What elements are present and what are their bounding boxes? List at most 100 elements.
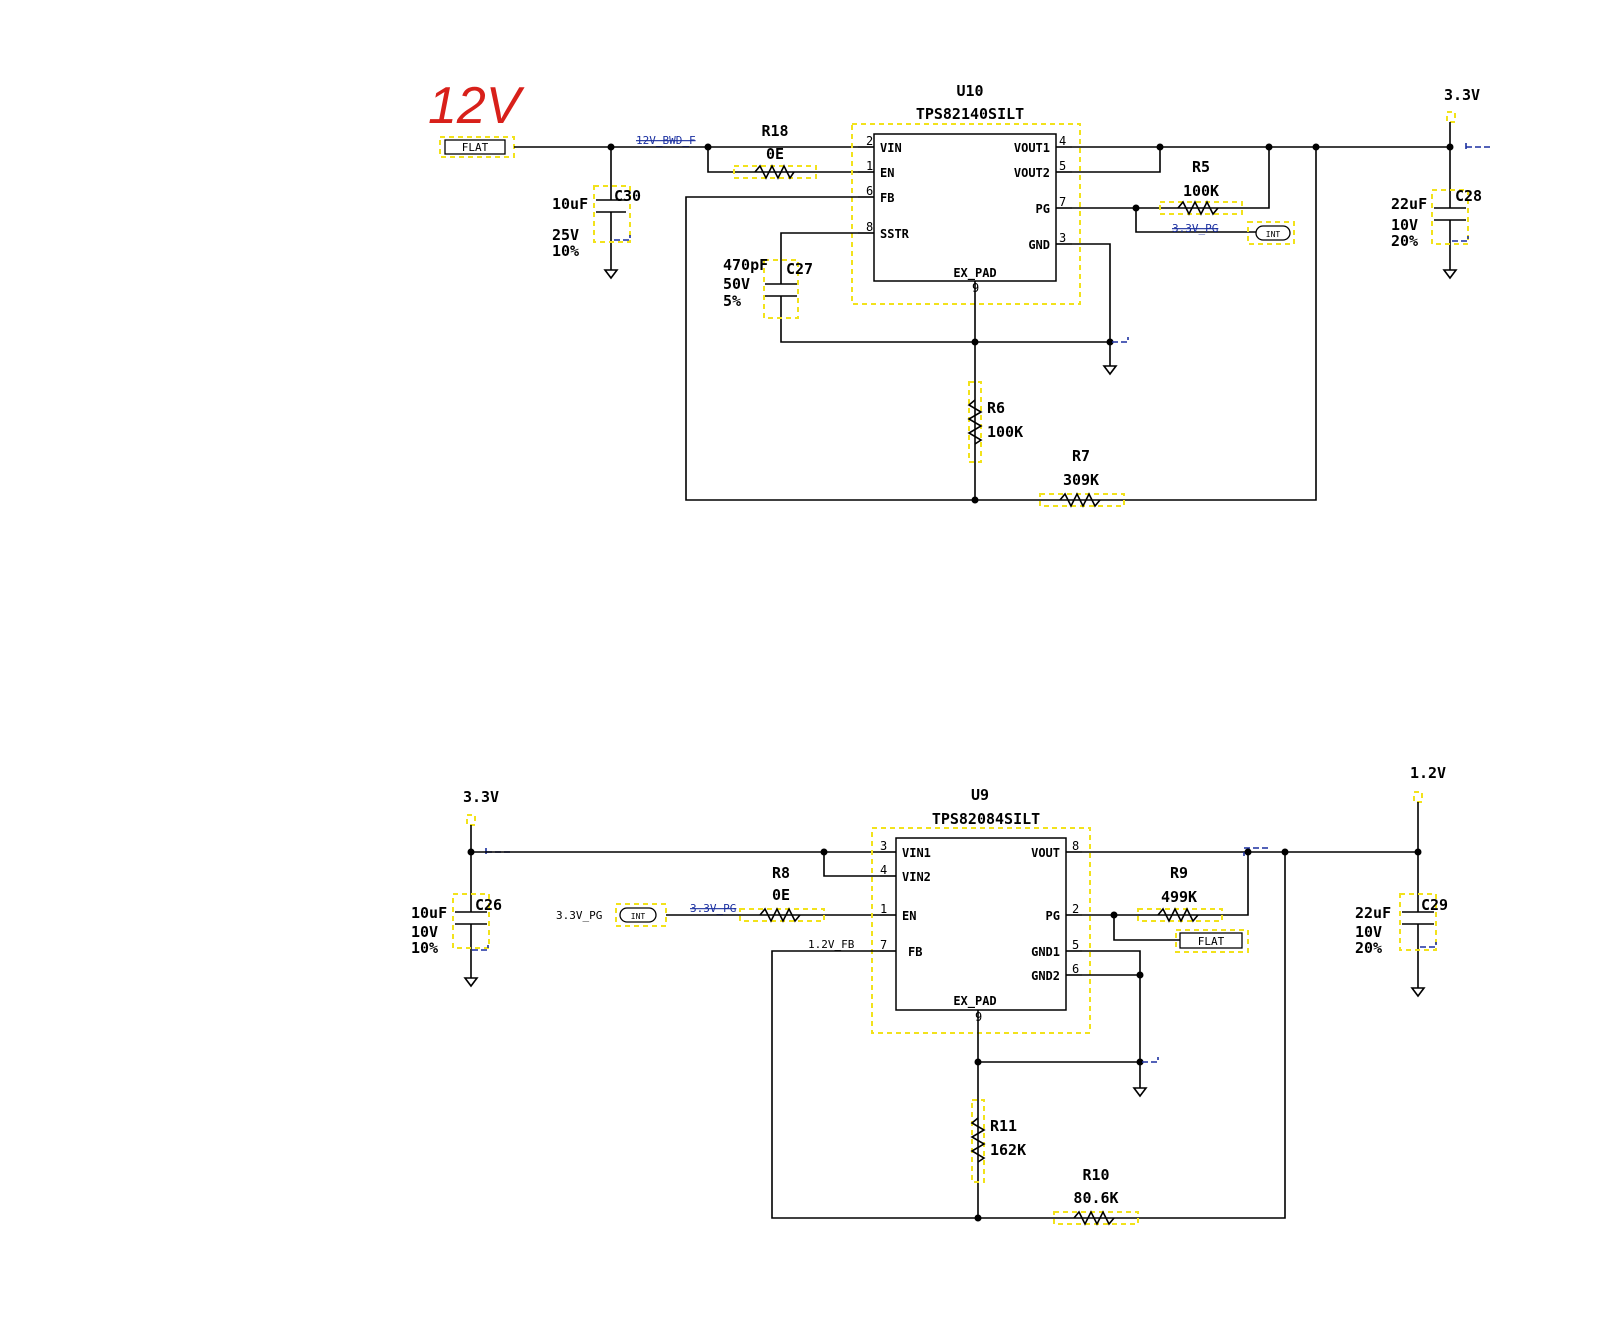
capacitor-c26[interactable]: 10uF C26 10V 10%: [411, 852, 502, 988]
pg-int-connector[interactable]: INT: [1247, 221, 1295, 245]
r11-ref: R11: [990, 1117, 1017, 1135]
pin-name-en: EN: [902, 909, 916, 923]
c26-voltage: 10V: [411, 923, 438, 941]
c27-value: 470pF: [723, 256, 768, 274]
en-net-label: 3.3V_PG: [690, 902, 736, 915]
en-wire: [707, 147, 858, 173]
gnd-wire: [1072, 243, 1111, 366]
ic-u10[interactable]: U10 TPS82140SILT 2 1 6 8 VIN EN FB SSTR …: [851, 82, 1081, 342]
pin-number: 2: [1072, 902, 1079, 916]
capacitor-c28[interactable]: 22uF C28 10V 20%: [1391, 147, 1482, 280]
rail-1v2-label: 1.2V: [1410, 764, 1446, 782]
u9-part: TPS82084SILT: [932, 810, 1040, 828]
pin-name-en: EN: [880, 166, 894, 180]
handwritten-12v-annotation: 12V: [428, 77, 525, 135]
u9-ref: U9: [971, 786, 989, 804]
pin-number: 4: [1059, 134, 1066, 148]
u10-part: TPS82140SILT: [916, 105, 1024, 123]
vin2-wire: [823, 852, 880, 877]
r18-ref: R18: [761, 122, 788, 140]
junction-dot: [1136, 971, 1144, 979]
pin-name-pg: PG: [1046, 909, 1060, 923]
pin-number: 8: [1072, 839, 1079, 853]
pin-name-vin2: VIN2: [902, 870, 931, 884]
pin-number: 6: [866, 184, 873, 198]
r9-value: 499K: [1161, 888, 1197, 906]
junction-dot: [974, 1214, 982, 1222]
r6-value: 100K: [987, 423, 1023, 441]
junction-dot: [1106, 338, 1114, 346]
pin-name-vout1: VOUT1: [1014, 141, 1050, 155]
resistor-r5[interactable]: R5 100K: [1072, 147, 1270, 216]
r10-value: 80.6K: [1073, 1189, 1118, 1207]
c26-tolerance: 10%: [411, 939, 438, 957]
gnd-wire: [1082, 950, 1141, 1088]
r11-value: 162K: [990, 1141, 1026, 1159]
pin-number: 9: [972, 281, 979, 295]
pin-number: 4: [880, 863, 887, 877]
input-net-label: 12V_BWD_F: [636, 134, 696, 147]
pin-name-ex-pad: EX_PAD: [953, 994, 996, 1009]
pin-name-vout: VOUT: [1031, 846, 1060, 860]
junction-dot: [1136, 1058, 1144, 1066]
c27-tolerance: 5%: [723, 292, 741, 310]
ground-symbol: [1132, 1087, 1148, 1098]
capacitor-c27[interactable]: 470pF C27 50V 5%: [723, 232, 1110, 343]
ic-u9[interactable]: U9 TPS82084SILT 3 4 1 7 VIN1 VIN2 EN FB …: [871, 786, 1091, 1062]
resistor-r18[interactable]: R18 0E: [733, 122, 817, 180]
pin-number: 3: [1059, 231, 1066, 245]
resistor-r9[interactable]: R9 499K: [1082, 852, 1249, 923]
resistor-r11[interactable]: R11 162K: [970, 1099, 1026, 1183]
pin-name-fb: FB: [908, 945, 922, 959]
rail-3v3-input-label: 3.3V: [463, 788, 499, 806]
fb-feedback-wire: [771, 852, 1286, 1219]
c26-value: 10uF: [411, 904, 447, 922]
pin-name-sstr: SSTR: [880, 227, 910, 241]
c26-ref: C26: [475, 896, 502, 914]
r8-value: 0E: [772, 886, 790, 904]
pin-number: 7: [880, 938, 887, 952]
c29-ref: C29: [1421, 896, 1448, 914]
pg-wire: [1113, 915, 1180, 941]
r7-value: 309K: [1063, 471, 1099, 489]
c30-value: 10uF: [552, 195, 588, 213]
pin-name-vin: VIN: [880, 141, 902, 155]
resistor-r6[interactable]: R6 100K: [967, 381, 1023, 463]
pg-connector-label: FLAT: [1198, 935, 1225, 948]
pin-number: 9: [975, 1010, 982, 1024]
junction-dot: [974, 1058, 982, 1066]
c29-value: 22uF: [1355, 904, 1391, 922]
ground-symbol: [1102, 365, 1118, 376]
c29-voltage: 10V: [1355, 923, 1382, 941]
pin-number: 8: [866, 220, 873, 234]
pin-name-pg: PG: [1036, 202, 1050, 216]
pin-number: 2: [866, 134, 873, 148]
r9-ref: R9: [1170, 864, 1188, 882]
r6-ref: R6: [987, 399, 1005, 417]
pin-number: 6: [1072, 962, 1079, 976]
en-int-connector[interactable]: INT: [615, 903, 667, 927]
pin-number: 1: [866, 159, 873, 173]
input-flat-connector[interactable]: FLAT: [439, 136, 515, 158]
resistor-r10[interactable]: R10 80.6K: [1053, 1166, 1139, 1226]
fb-net-label: 1.2V_FB: [808, 938, 855, 951]
junction-dot: [1281, 848, 1289, 856]
pin-name-fb: FB: [880, 191, 894, 205]
resistor-r8[interactable]: R8 0E: [739, 864, 825, 923]
vout-net-marker: [1243, 847, 1270, 856]
junction-dot: [971, 496, 979, 504]
capacitor-c30[interactable]: 10uF C30 25V 10%: [552, 147, 641, 280]
pg-net-label: 3.3V_PG: [1172, 222, 1218, 235]
u10-ref: U10: [956, 82, 983, 100]
fb-feedback-wire: [685, 147, 1317, 501]
junction-dot: [820, 848, 828, 856]
c28-tolerance: 20%: [1391, 232, 1418, 250]
top-circuit: FLAT 12V_BWD_F R18 0E 10uF C30 25V 10%: [439, 82, 1492, 508]
resistor-r7[interactable]: R7 309K: [1039, 447, 1125, 508]
bottom-circuit: 3.3V 10uF C26 10V 10% 3.3V_PG INT: [411, 764, 1448, 1226]
capacitor-c29[interactable]: 22uF C29 10V 20%: [1355, 852, 1448, 998]
pin-name-gnd1: GND1: [1031, 945, 1060, 959]
pin-name-vout2: VOUT2: [1014, 166, 1050, 180]
pg-flat-connector[interactable]: FLAT: [1175, 929, 1249, 953]
en-pg-text: 3.3V_PG: [556, 909, 602, 922]
